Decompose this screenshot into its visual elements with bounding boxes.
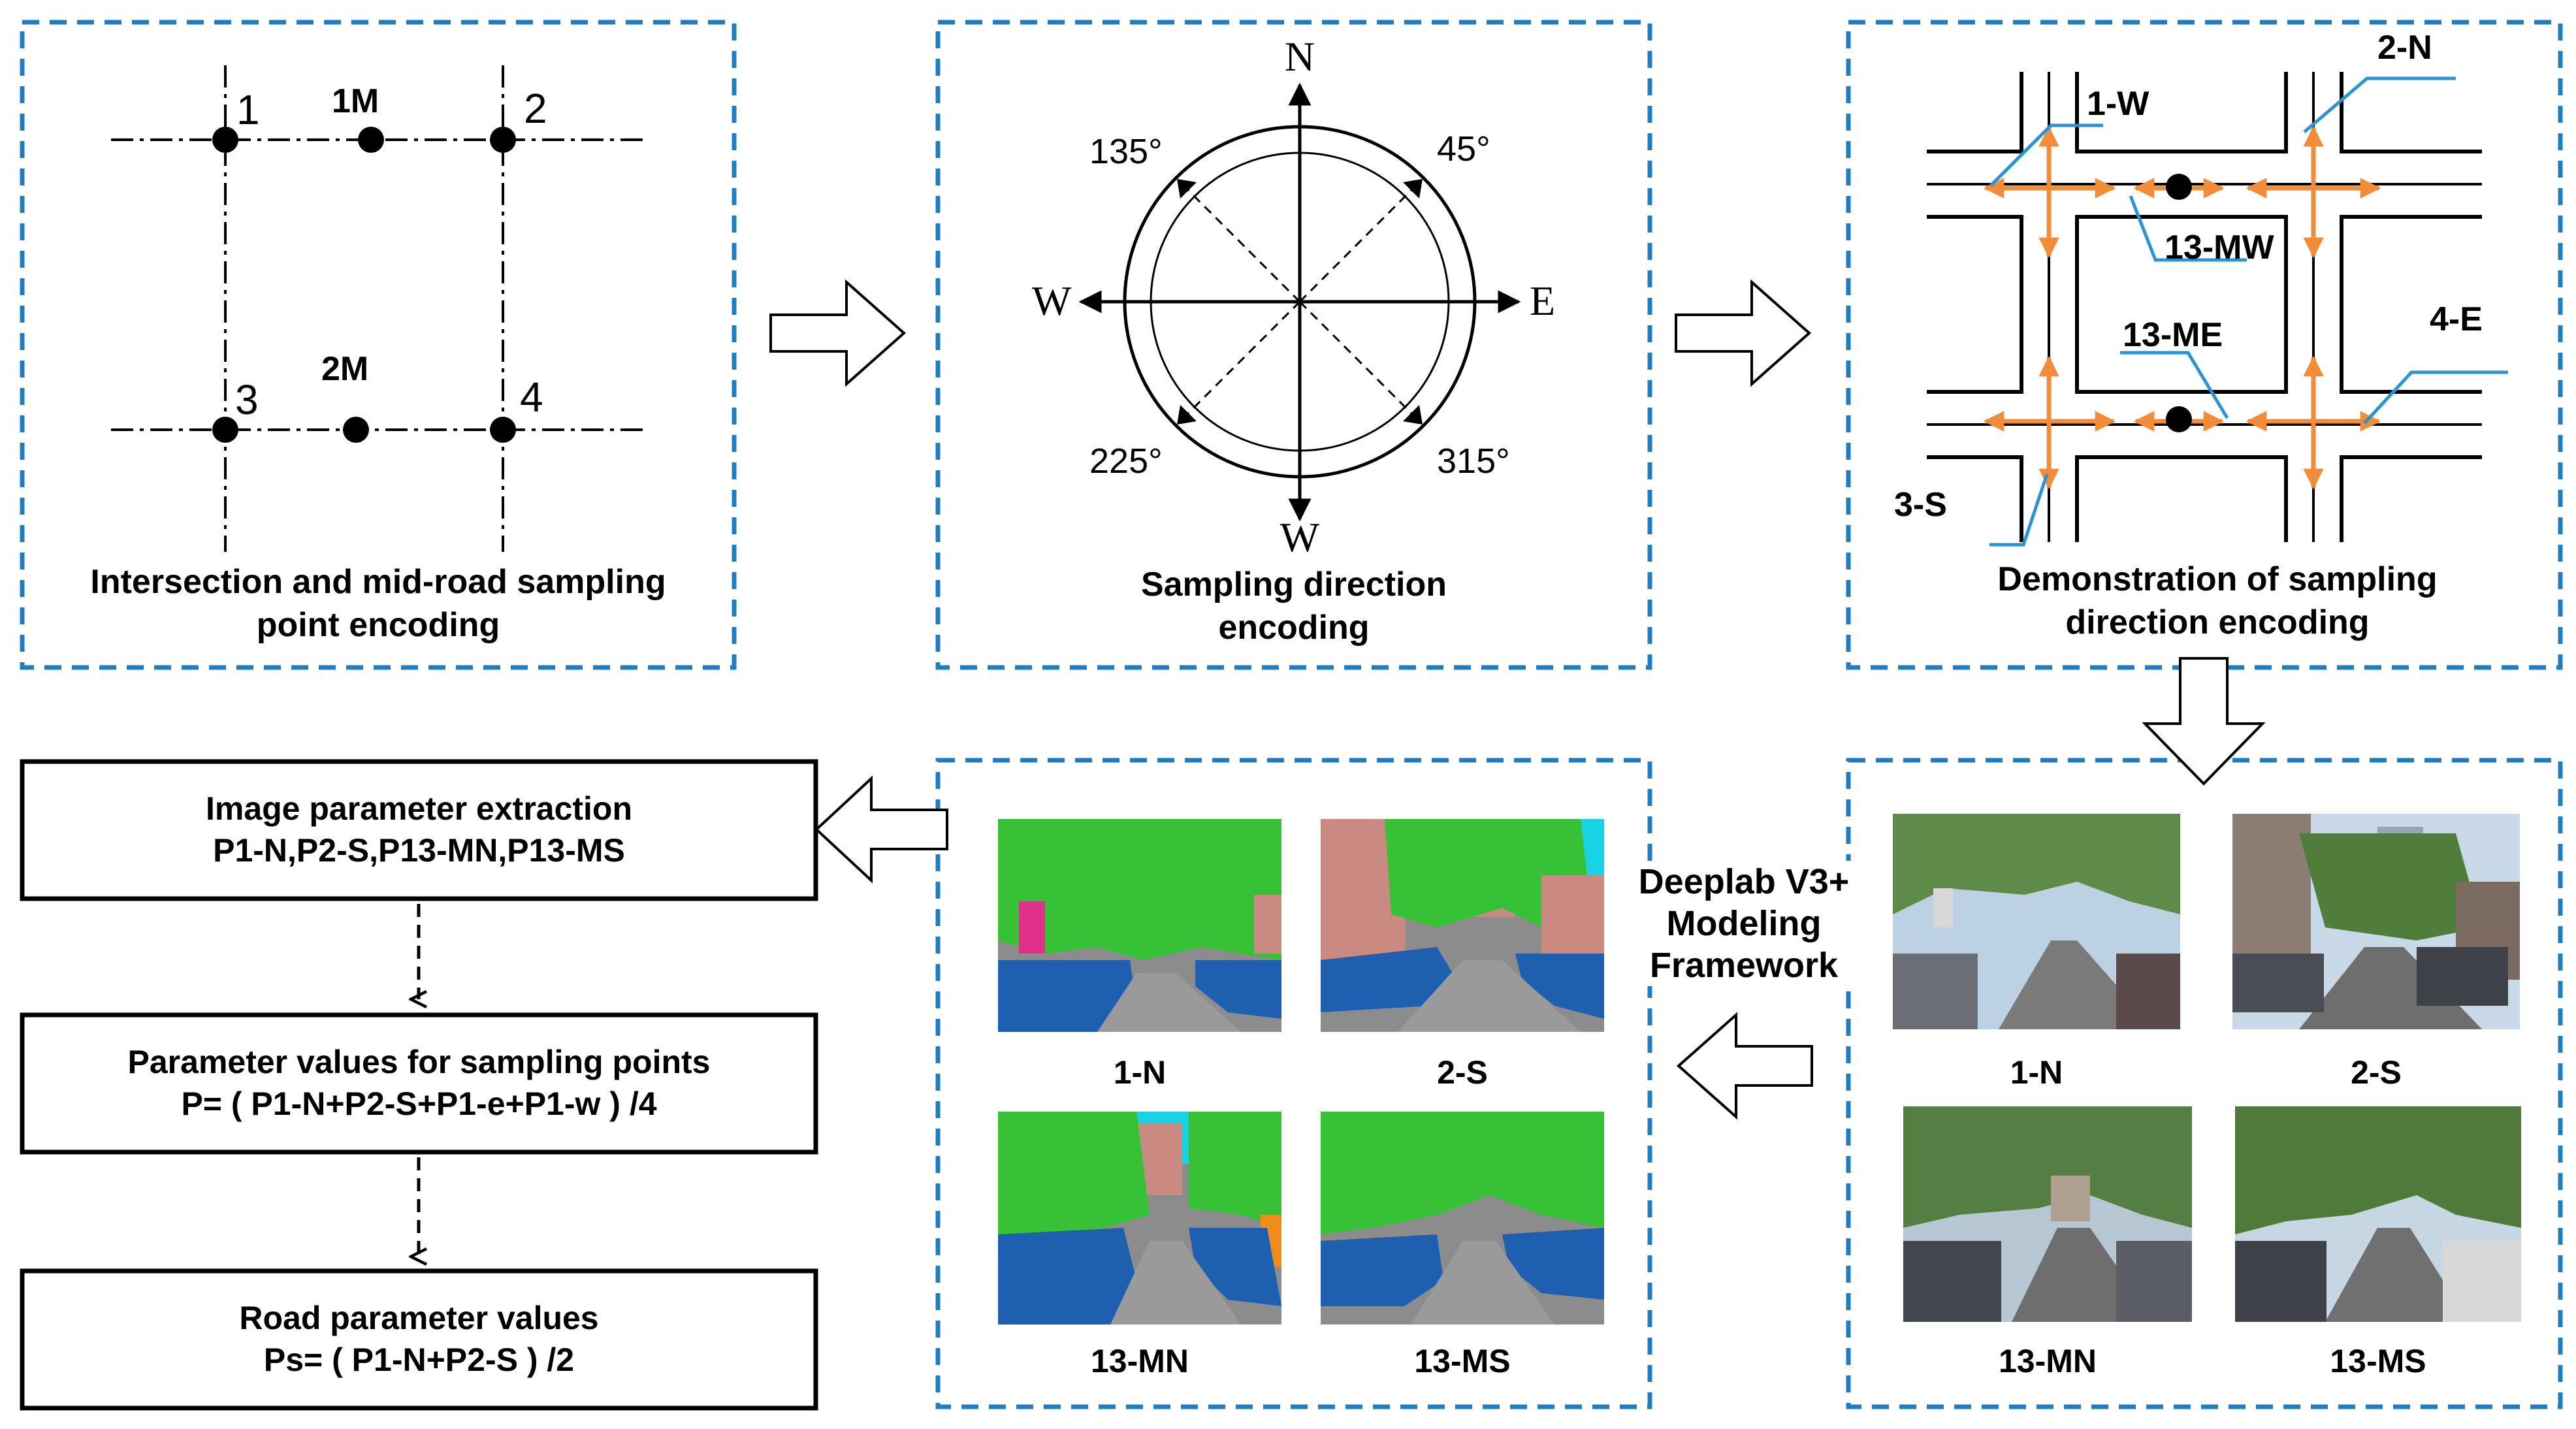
seg-label-2s: 2-S (1437, 1054, 1488, 1091)
angle-135-label: 135° (1089, 132, 1163, 171)
point-4 (490, 417, 516, 443)
seg-label-1n: 1-N (1113, 1054, 1167, 1091)
photo-label-1n: 1-N (2010, 1054, 2063, 1091)
panel1-frame (20, 20, 737, 670)
arrow-photos-to-seg (1676, 1012, 1813, 1120)
deeplab-line2: Modeling (1666, 904, 1822, 943)
panel1-caption: Intersection and mid-road sampling point… (22, 560, 734, 647)
point-3-label: 3 (235, 376, 259, 423)
label-4-e: 4-E (2430, 300, 2483, 338)
point-4-label: 4 (520, 374, 543, 421)
compass-south-label: W (1280, 514, 1320, 560)
angle-315-label: 315° (1437, 442, 1510, 481)
mid-point-bottom (2166, 406, 2192, 432)
point-2 (490, 127, 516, 153)
arrow-p2-to-p3 (1675, 279, 1812, 387)
label-13-mw: 13-MW (2165, 229, 2274, 266)
box-image-parameter-extraction (20, 759, 818, 901)
arrow-seg-to-box (814, 775, 948, 884)
flow-arrows-hollow (769, 279, 2266, 1120)
panel1-caption-line1: Intersection and mid-road sampling (90, 563, 666, 601)
box2-line2: P= ( P1-N+P2-S+P1-e+P1-w ) /4 (181, 1085, 657, 1122)
arrow-p1-to-p2 (769, 279, 907, 387)
panel3-caption-line1: Demonstration of sampling (1997, 560, 2438, 598)
point-3 (212, 417, 238, 443)
box2-line1: Parameter values for sampling points (127, 1044, 711, 1080)
label-1-w: 1-W (2087, 85, 2149, 123)
panel3-labels: 2-N 1-W 13-MW 13-ME 4-E 3-S (1894, 29, 2483, 524)
panel3-caption: Demonstration of sampling direction enco… (1848, 558, 2576, 644)
callout-lines (1989, 76, 2508, 547)
photo-2s (2232, 814, 2520, 1029)
point-1-label: 1 (236, 86, 260, 133)
photo-13mn (1903, 1106, 2192, 1322)
arrow-p3-down (2142, 657, 2266, 786)
photo-1n (1893, 814, 2180, 1029)
flow-boxes (20, 759, 818, 1411)
road-map (1927, 72, 2482, 542)
box1-line2: P1-N,P2-S,P13-MN,P13-MS (213, 832, 625, 869)
box-parameter-values (20, 1012, 818, 1155)
point-2m-label: 2M (321, 350, 368, 388)
deeplab-label: Deeplab V3+ Modeling Framework (1613, 861, 1875, 986)
label-13-me: 13-ME (2123, 316, 2223, 354)
box1-text: Image parameter extraction P1-N,P2-S,P13… (22, 788, 816, 871)
point-1 (212, 127, 238, 153)
compass: N W E W 135° 45° 225° 315° (1032, 33, 1555, 560)
photo-label-13mn: 13-MN (1998, 1343, 2097, 1379)
deeplab-line3: Framework (1649, 946, 1839, 985)
box1-line1: Image parameter extraction (205, 790, 633, 827)
panel2-frame (935, 20, 1652, 670)
box3-line2: Ps= ( P1-N+P2-S ) /2 (263, 1341, 575, 1378)
box3-line1: Road parameter values (239, 1300, 599, 1336)
compass-north-label: N (1285, 33, 1315, 80)
label-3-s: 3-S (1894, 486, 1947, 524)
panel2-caption-line2: encoding (1218, 609, 1370, 647)
box3-text: Road parameter values Ps= ( P1-N+P2-S ) … (22, 1297, 816, 1381)
seg-image-2s (1321, 819, 1604, 1032)
box-road-parameter-values (20, 1268, 818, 1411)
seg-label-13ms: 13-MS (1414, 1343, 1511, 1379)
panel1-point-labels: 1 1M 2 3 2M 4 (235, 82, 547, 423)
seg-image-13ms (1321, 1112, 1604, 1325)
angle-225-label: 225° (1089, 442, 1163, 481)
road-centerlines (1927, 72, 2482, 542)
mid-point-top (2166, 174, 2192, 200)
photo-13ms (2235, 1106, 2521, 1322)
box2-text: Parameter values for sampling points P= … (22, 1041, 816, 1125)
panel1-caption-line2: point encoding (256, 606, 500, 644)
seg-image-1n (998, 819, 1281, 1032)
label-2-n: 2-N (2377, 29, 2432, 67)
panel1-points (212, 127, 516, 443)
panel3-caption-line2: direction encoding (2065, 603, 2370, 641)
panel2-caption-line1: Sampling direction (1140, 566, 1447, 603)
photos-frame (1846, 758, 2563, 1409)
segmentation-frame (935, 758, 1652, 1409)
compass-west-label: W (1032, 278, 1072, 324)
point-1m-label: 1M (332, 82, 379, 120)
photo-label-13ms: 13-MS (2330, 1343, 2426, 1379)
compass-east-label: E (1530, 278, 1555, 324)
point-1m (358, 127, 384, 153)
deeplab-line1: Deeplab V3+ (1638, 862, 1850, 901)
orange-sampling-arrows (1983, 125, 2381, 490)
point-2m (343, 417, 369, 443)
photo-label-2s: 2-S (2351, 1054, 2402, 1091)
panel2-caption: Sampling direction encoding (938, 563, 1650, 649)
point-2-label: 2 (524, 85, 547, 132)
seg-image-13mn (998, 1112, 1281, 1325)
angle-45-label: 45° (1437, 129, 1490, 169)
seg-label-13mn: 13-MN (1090, 1343, 1189, 1379)
